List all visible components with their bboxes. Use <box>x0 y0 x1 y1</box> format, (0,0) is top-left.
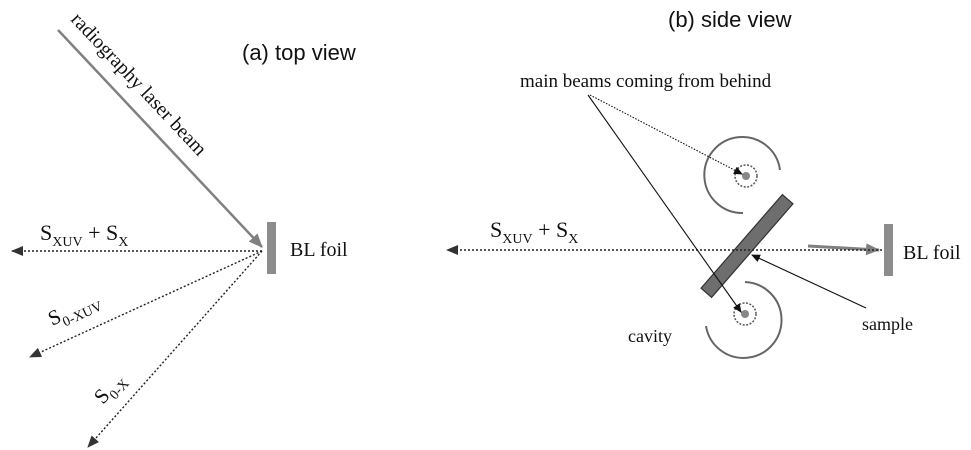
signal-xuv-ray <box>29 250 263 358</box>
signal-x-ray <box>87 250 263 448</box>
panel-a-top-view: (a) top view radiography laser beam BL f… <box>11 8 356 448</box>
cavity-label: cavity <box>628 326 672 346</box>
panel-b-title: (b) side view <box>668 7 792 32</box>
radiography-beam-label: radiography laser beam <box>66 8 211 160</box>
radiography-laser-beam-arrow <box>57 29 263 248</box>
panel-a-title: (a) top view <box>242 40 356 65</box>
sample-pointer <box>751 254 867 309</box>
upper-cavity-arc <box>703 136 781 215</box>
upper-focus-ring <box>734 164 758 188</box>
signal-xuv-label: S0-XUV <box>44 286 105 335</box>
bl-foil-label-b: BL foil <box>903 242 961 264</box>
lower-focus-spot <box>741 310 749 318</box>
bl-foil-label-a: BL foil <box>290 239 348 261</box>
bl-foil-a <box>267 222 276 274</box>
panel-b-side-view: (b) side view main beams coming from beh… <box>446 7 961 359</box>
main-beams-label: main beams coming from behind <box>520 71 772 92</box>
beam-to-foil-arrow <box>807 243 880 256</box>
beam-pointer-lower <box>587 94 742 313</box>
signal-main-label-a: SXUV + SX <box>40 220 128 250</box>
sample-label: sample <box>862 314 913 334</box>
signal-main-label-b: SXUV + SX <box>490 217 578 247</box>
upper-focus-spot <box>742 172 750 180</box>
lower-cavity-arc <box>705 281 783 359</box>
bl-foil-b <box>884 224 893 276</box>
beam-pointer-upper <box>589 94 743 175</box>
lower-focus-ring <box>733 302 757 326</box>
